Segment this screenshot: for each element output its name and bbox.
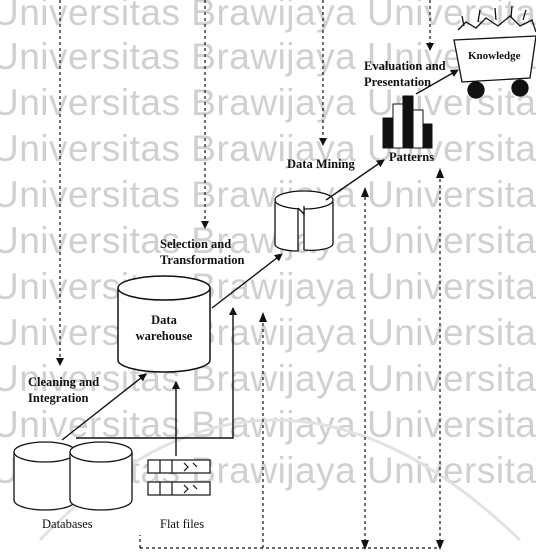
knowledge-label: Knowledge [468,50,521,62]
selection-label-line1: Selection and [160,237,232,251]
bottom-feedback-loop [139,170,441,549]
data-warehouse-cylinder [117,275,211,373]
arrow-db-to-selection [76,307,237,439]
selection-transformation-label: Selection and Transformation [160,236,245,268]
watermark-row: Universitas Brawijaya Universitas B [0,36,536,77]
cleaning-integration-label: Cleaning and Integration [28,374,99,406]
arrow-warehouse-to-mining [211,253,283,309]
evaluation-label-line2: Presentation [364,75,432,89]
databases-label: Databases [42,517,93,531]
watermark-row: Universitas Brawijaya Universitas B [0,174,536,215]
watermark-row: Universitas Brawijaya Universitas B [0,220,536,261]
arrow-mining-to-patterns [325,159,385,201]
arrow-patterns-to-knowledge [415,69,459,95]
flat-files-icon [147,459,211,496]
data-mining-label: Data Mining [287,157,355,171]
watermark-row: Universitas Brawijaya Universitas B [0,0,536,33]
cleaning-label-line1: Cleaning and [28,375,100,389]
selection-label-line2: Transformation [160,253,245,267]
watermark-row: Universitas Brawijaya Universitas B [0,82,536,123]
flat-files-label: Flat files [160,517,205,531]
patterns-bars [382,95,433,149]
databases-cylinders [13,441,133,511]
warehouse-label-line2: warehouse [135,329,193,343]
watermark-row: Universitas Brawijaya Universitas B [0,358,536,399]
watermark-row: Universitas Brawijaya Universitas B [0,266,536,307]
data-warehouse-label: Data warehouse [122,312,206,344]
evaluation-label-line1: Evaluation and [364,59,446,73]
cleaning-label-line2: Integration [28,391,89,405]
watermark-row: Universitas Brawijaya Universitas B [0,128,536,169]
evaluation-presentation-label: Evaluation and Presentation [364,58,446,90]
watermark-row: Universitas Brawijaya Universitas B [0,312,536,353]
arrow-db-to-warehouse [61,373,147,441]
patterns-label: Patterns [389,150,435,164]
knowledge-cart-icon [453,5,536,99]
warehouse-label-line1: Data [151,313,177,327]
data-mining-cylinder [274,190,334,252]
